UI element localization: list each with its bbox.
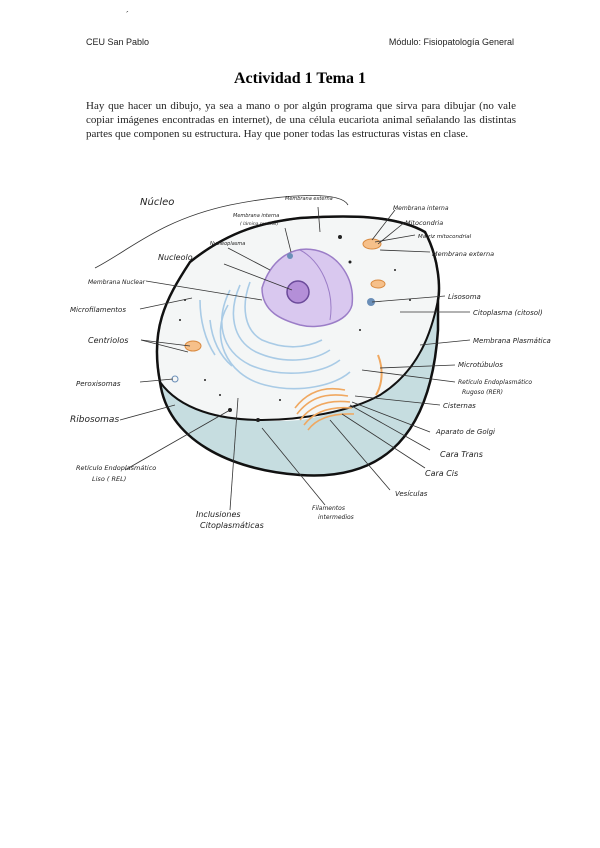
label-membrana-nuclear: Membrana Nuclear	[88, 279, 146, 286]
label-ribosomas: Ribosomas	[70, 415, 119, 425]
label-microtubulos: Microtúbulos	[458, 361, 503, 369]
label-cara-cis: Cara Cis	[425, 469, 458, 478]
label-membrana-interna-nuc: Membrana interna	[233, 213, 279, 219]
label-membrana-externa-mito: Membrana externa	[432, 250, 494, 258]
golgi-apparatus	[294, 388, 355, 431]
label-microfilamentos: Microfilamentos	[70, 306, 126, 314]
intro-paragraph: Hay que hacer un dibujo, ya sea a mano o…	[86, 100, 516, 140]
nucleus-cut	[299, 249, 332, 321]
label-nucleolo: Nucleolo	[158, 253, 193, 262]
page-title: Actividad 1 Tema 1	[233, 70, 366, 87]
label-cara-trans: Cara Trans	[440, 450, 483, 459]
lysosome	[367, 298, 375, 306]
nuclear-pore	[287, 253, 293, 259]
label-nucleo: Núcleo	[140, 196, 174, 208]
label-centriolos: Centriolos	[88, 336, 128, 345]
label-rer-2: Rugoso (RER)	[462, 389, 503, 396]
label-lisosoma: Lisosoma	[448, 293, 481, 301]
label-rer-1: Retículo Endoplasmático	[458, 379, 532, 386]
header-module: Módulo: Fisiopatología General	[388, 37, 514, 47]
label-rel-1: Retículo Endoplasmático	[76, 464, 156, 472]
microtubule	[375, 354, 383, 396]
label-citoplasma: Citoplasma (citosol)	[473, 309, 543, 317]
nucleolus	[286, 280, 310, 304]
label-filamentos-2: intermedios	[318, 514, 354, 521]
label-nucleoplasma: Nucleoplasma	[210, 241, 245, 247]
leader-lines	[94, 195, 471, 511]
corner-mark: ´	[126, 10, 129, 20]
centriole	[184, 340, 202, 352]
label-inclusiones-1: Inclusiones	[196, 510, 241, 519]
label-peroxisomas: Peroxisomas	[76, 380, 121, 388]
cell-outline	[155, 215, 441, 477]
label-lamina-nuclear: ( lámina nuclear)	[240, 220, 279, 227]
header-institution: CEU San Pablo	[86, 37, 150, 47]
label-golgi: Aparato de Golgi	[435, 428, 495, 436]
label-mitocondria: Mitocondria	[405, 219, 443, 227]
label-membrana-plasmatica: Membrana Plasmática	[473, 337, 551, 345]
label-membrana-interna-mito: Membrana interna	[393, 205, 449, 212]
label-cisternas: Cisternas	[443, 402, 476, 410]
label-inclusiones-2: Citoplasmáticas	[200, 521, 264, 530]
label-rel-2: Liso ( REL)	[92, 475, 126, 483]
rough-er	[199, 281, 351, 390]
label-membrana-externa-nuc: Membrana externa	[285, 196, 333, 202]
label-matriz-mito: Matriz mitocondrial	[418, 234, 472, 240]
mitochondrion-2	[370, 279, 386, 289]
label-filamentos-1: Filamentos	[312, 505, 345, 512]
label-vesiculas: Vesículas	[395, 490, 428, 498]
